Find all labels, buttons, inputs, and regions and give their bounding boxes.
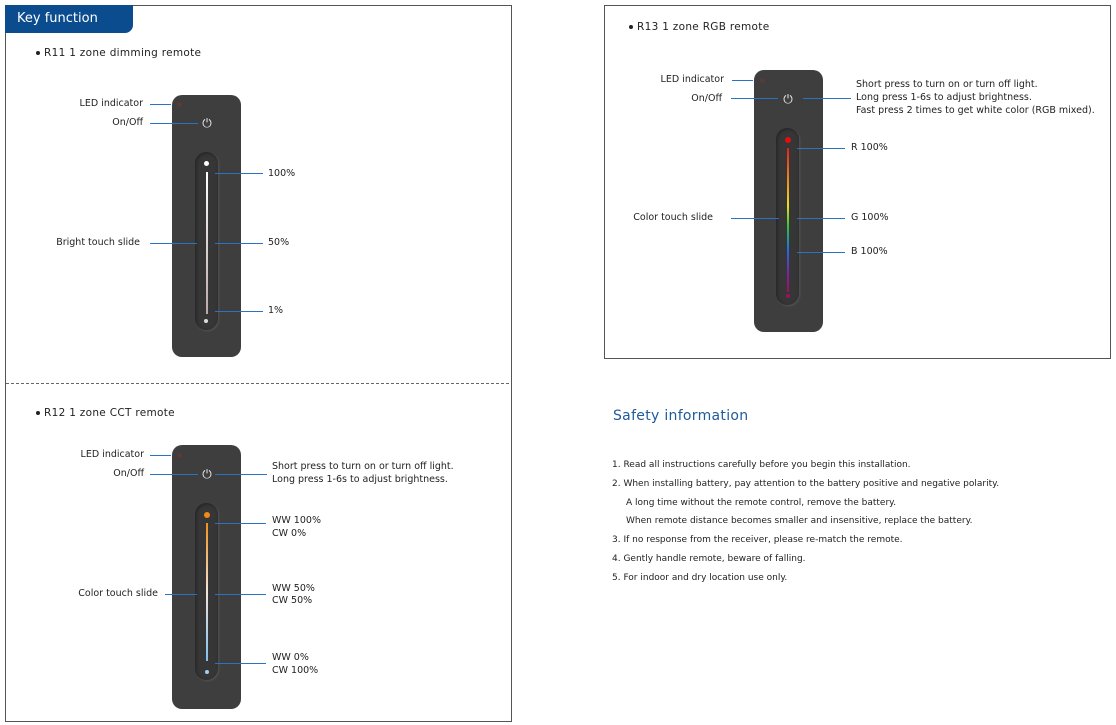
key-function-panel bbox=[5, 5, 512, 722]
slider-bar bbox=[206, 172, 208, 314]
led-label: LED indicator bbox=[79, 98, 143, 109]
divider bbox=[6, 383, 509, 384]
safety-heading: Safety information bbox=[613, 408, 749, 424]
slide-label: Color touch slide bbox=[78, 588, 158, 599]
level-label: R 100% bbox=[851, 142, 888, 153]
level-label: WW 50% bbox=[272, 583, 315, 594]
safety-item: 3. If no response from the receiver, ple… bbox=[612, 535, 903, 545]
level-label: G 100% bbox=[851, 212, 889, 223]
level-label: B 100% bbox=[851, 246, 888, 257]
slide-label: Bright touch slide bbox=[56, 237, 140, 248]
power-icon[interactable]: ⏻ bbox=[202, 467, 212, 481]
level-label: 100% bbox=[268, 168, 296, 179]
leader-line bbox=[797, 218, 845, 219]
safety-item: 4. Gently handle remote, beware of falli… bbox=[612, 554, 806, 564]
level-label: 50% bbox=[268, 237, 290, 248]
onoff-label: On/Off bbox=[112, 117, 143, 128]
leader-line bbox=[165, 594, 197, 595]
level-label: 1% bbox=[268, 305, 284, 316]
leader-line bbox=[150, 104, 171, 105]
r12-title: R12 1 zone CCT remote bbox=[36, 407, 175, 419]
r13-desc: Long press 1-6s to adjust brightness. bbox=[856, 92, 1032, 103]
leader-line bbox=[215, 173, 263, 174]
leader-line bbox=[732, 80, 753, 81]
leader-line bbox=[797, 252, 845, 253]
level-label: CW 50% bbox=[272, 595, 313, 606]
level-label: WW 100% bbox=[272, 515, 321, 526]
r13-desc: Short press to turn on or turn off light… bbox=[856, 79, 1038, 90]
r12-desc: Short press to turn on or turn off light… bbox=[272, 461, 454, 472]
slider-top-dot bbox=[785, 137, 791, 143]
leader-line bbox=[150, 455, 171, 456]
r13-title: R13 1 zone RGB remote bbox=[629, 21, 769, 33]
slide-label: Color touch slide bbox=[633, 212, 713, 223]
safety-item: 1. Read all instructions carefully befor… bbox=[612, 460, 911, 470]
r12-desc: Long press 1-6s to adjust brightness. bbox=[272, 474, 448, 485]
leader-line bbox=[215, 663, 266, 664]
section-tab: Key function bbox=[5, 5, 133, 33]
leader-line bbox=[215, 474, 267, 475]
leader-line bbox=[215, 243, 263, 244]
led-label: LED indicator bbox=[80, 449, 144, 460]
slider-top-dot bbox=[204, 512, 210, 518]
slider-top-dot bbox=[204, 161, 209, 166]
level-label: WW 0% bbox=[272, 652, 309, 663]
power-icon[interactable]: ⏻ bbox=[202, 116, 212, 130]
safety-item: 5. For indoor and dry location use only. bbox=[612, 573, 788, 583]
leader-line bbox=[215, 523, 266, 524]
onoff-label: On/Off bbox=[691, 93, 722, 104]
onoff-label: On/Off bbox=[113, 468, 144, 479]
leader-line bbox=[150, 474, 198, 475]
safety-item: 2. When installing battery, pay attentio… bbox=[612, 479, 1000, 489]
slider-bottom-dot bbox=[205, 670, 209, 674]
slider-bottom-dot bbox=[204, 319, 208, 323]
leader-line bbox=[215, 311, 263, 312]
safety-item: When remote distance becomes smaller and… bbox=[626, 516, 973, 526]
led-indicator-icon bbox=[177, 102, 182, 107]
slider-bottom-dot bbox=[786, 294, 790, 298]
led-label: LED indicator bbox=[660, 74, 724, 85]
slider-bar bbox=[787, 148, 789, 292]
r13-panel bbox=[604, 5, 1111, 359]
led-indicator-icon bbox=[760, 78, 765, 83]
power-icon[interactable]: ⏻ bbox=[783, 92, 793, 106]
level-label: CW 0% bbox=[272, 528, 307, 539]
leader-line bbox=[150, 243, 197, 244]
leader-line bbox=[803, 98, 851, 99]
r11-title: R11 1 zone dimming remote bbox=[36, 47, 201, 59]
leader-line bbox=[731, 98, 778, 99]
leader-line bbox=[150, 123, 198, 124]
led-indicator-icon bbox=[177, 453, 182, 458]
leader-line bbox=[731, 218, 779, 219]
slider-bar bbox=[206, 523, 208, 661]
r13-desc: Fast press 2 times to get white color (R… bbox=[856, 105, 1095, 116]
safety-item: A long time without the remote control, … bbox=[626, 498, 897, 508]
leader-line bbox=[797, 148, 845, 149]
level-label: CW 100% bbox=[272, 665, 319, 676]
leader-line bbox=[215, 594, 266, 595]
